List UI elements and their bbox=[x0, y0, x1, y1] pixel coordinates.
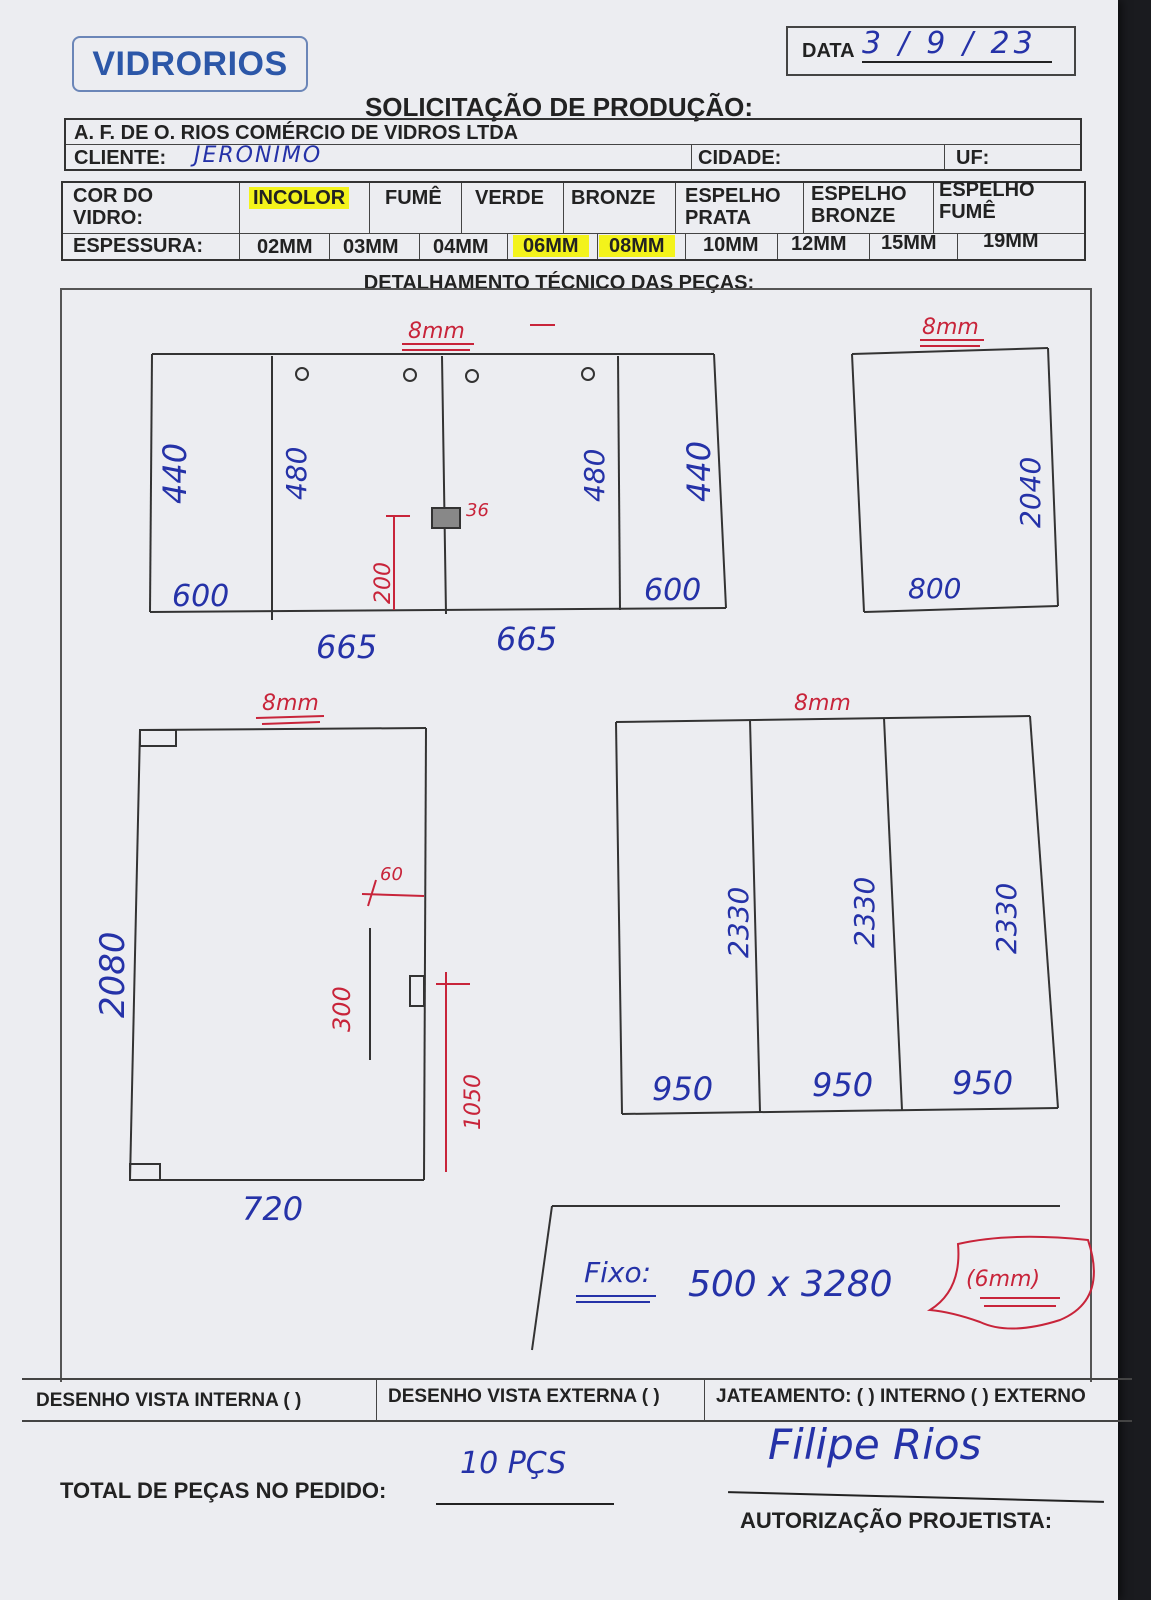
company-row: A. F. DE O. RIOS COMÉRCIO DE VIDROS LTDA bbox=[66, 120, 1080, 145]
d3-hinge bbox=[129, 1163, 161, 1181]
d3-thickness-note: 8mm bbox=[262, 691, 319, 716]
uf-label: UF: bbox=[956, 147, 990, 169]
signature-label: AUTORIZAÇÃO PROJETISTA: bbox=[740, 1508, 1053, 1533]
technical-drawings: 8mm 440 480 480 440 200 36 600 600 665 6… bbox=[93, 315, 1095, 1351]
thickness-15mm[interactable]: 15MM bbox=[881, 232, 937, 254]
color-option-espelho-prata[interactable]: ESPELHO PRATA bbox=[685, 185, 781, 229]
d1-width-right: 600 bbox=[644, 573, 701, 608]
date-value: 3 / 9 / 23 bbox=[862, 26, 1052, 63]
d1-height-right: 440 bbox=[680, 441, 718, 502]
d3-handle-length: 300 bbox=[328, 986, 356, 1032]
total-value: 10 PÇS bbox=[460, 1446, 567, 1481]
d4-height-2: 2330 bbox=[848, 877, 881, 948]
thickness-06mm[interactable]: 06MM bbox=[513, 235, 589, 258]
d1-divider bbox=[617, 355, 621, 611]
thickness-row: ESPESSURA: 02MM 03MM 04MM 06MM 08MM 10MM… bbox=[63, 230, 1084, 259]
color-label: COR DO VIDRO: bbox=[73, 185, 153, 229]
drawing-4 bbox=[615, 715, 1059, 1115]
client-header-table: A. F. DE O. RIOS COMÉRCIO DE VIDROS LTDA… bbox=[64, 118, 1082, 171]
d3-handle-offset: 60 bbox=[380, 864, 403, 885]
d1-left-edge bbox=[149, 353, 153, 613]
form-title: SOLICITAÇÃO DE PRODUÇÃO: bbox=[364, 92, 754, 122]
d4-width-2: 950 bbox=[812, 1066, 873, 1104]
fixed-thickness: (6mm) bbox=[966, 1267, 1040, 1292]
external-view-checkbox[interactable]: DESENHO VISTA EXTERNA ( ) bbox=[388, 1386, 660, 1407]
d1-hole bbox=[581, 367, 595, 381]
date-label: DATA bbox=[802, 40, 855, 62]
d1-width-mid-right: 665 bbox=[496, 620, 557, 658]
d2-thickness-note: 8mm bbox=[922, 315, 979, 340]
d1-lock bbox=[431, 507, 461, 529]
d3-lock-box bbox=[409, 975, 425, 1007]
drawing-2 bbox=[851, 339, 1059, 613]
client-row: CLIENTE: JERONIMO CIDADE: UF: bbox=[66, 143, 1080, 169]
color-option-fume[interactable]: FUMÊ bbox=[385, 187, 442, 209]
drawing-3 bbox=[129, 715, 470, 1181]
d1-height-mid-left: 480 bbox=[280, 447, 313, 500]
fixed-thickness-outline bbox=[926, 1235, 1095, 1330]
options-table: COR DO VIDRO: INCOLOR FUMÊ VERDE BRONZE … bbox=[61, 179, 1086, 261]
internal-view-checkbox[interactable]: DESENHO VISTA INTERNA ( ) bbox=[36, 1390, 302, 1411]
date-box: DATA 3 / 9 / 23 bbox=[786, 26, 1076, 76]
thickness-19mm[interactable]: 19MM bbox=[983, 230, 1039, 252]
signature: Filipe Rios bbox=[768, 1420, 982, 1469]
drawing-1 bbox=[149, 324, 727, 620]
d1-height-mid-right: 480 bbox=[578, 449, 611, 502]
d3-height: 2080 bbox=[93, 931, 133, 1018]
color-option-bronze[interactable]: BRONZE bbox=[571, 187, 656, 209]
color-option-incolor[interactable]: INCOLOR bbox=[249, 187, 350, 210]
client-label: CLIENTE: bbox=[74, 147, 167, 169]
d1-hole bbox=[295, 367, 309, 381]
d2-width: 800 bbox=[908, 572, 961, 605]
thickness-label: ESPESSURA: bbox=[73, 235, 204, 257]
d1-right-edge bbox=[713, 353, 727, 609]
d1-hole bbox=[465, 369, 479, 383]
sandblasting-options[interactable]: JATEAMENTO: ( ) INTERNO ( ) EXTERNO bbox=[716, 1386, 1086, 1407]
fixed-note bbox=[531, 1205, 1095, 1351]
fixed-label: Fixo: bbox=[584, 1256, 651, 1289]
d3-lock-height: 1050 bbox=[461, 1074, 486, 1130]
d4-width-3: 950 bbox=[952, 1064, 1013, 1102]
footer-options: DESENHO VISTA INTERNA ( ) DESENHO VISTA … bbox=[22, 1378, 1132, 1422]
thickness-12mm[interactable]: 12MM bbox=[791, 233, 847, 255]
divider bbox=[944, 145, 945, 169]
thickness-02mm[interactable]: 02MM bbox=[257, 236, 313, 258]
d1-width-mid-left: 665 bbox=[316, 628, 377, 666]
drawing-area bbox=[60, 288, 1092, 1382]
d3-hinge bbox=[139, 729, 177, 747]
d1-height-left: 440 bbox=[156, 443, 194, 504]
d1-bottom-edge bbox=[149, 607, 727, 613]
d3-width: 720 bbox=[242, 1190, 303, 1228]
thickness-10mm[interactable]: 10MM bbox=[703, 234, 759, 256]
client-value: JERONIMO bbox=[194, 143, 323, 168]
divider bbox=[691, 145, 692, 169]
color-option-espelho-bronze[interactable]: ESPELHO BRONZE bbox=[811, 183, 907, 227]
d1-thickness-note: 8mm bbox=[408, 319, 465, 344]
d1-width-left: 600 bbox=[172, 579, 229, 614]
d4-height-3: 2330 bbox=[990, 883, 1023, 954]
d2-height: 2040 bbox=[1014, 457, 1047, 528]
d4-height-1: 2330 bbox=[722, 887, 755, 958]
signature-line bbox=[728, 1491, 1104, 1503]
d4-thickness-note: 8mm bbox=[794, 691, 851, 716]
d1-hole bbox=[403, 368, 417, 382]
d1-lock-note: 36 bbox=[466, 500, 489, 521]
d1-lock-height: 200 bbox=[371, 562, 396, 604]
company-name: A. F. DE O. RIOS COMÉRCIO DE VIDROS LTDA bbox=[74, 122, 519, 144]
d4-width-1: 950 bbox=[652, 1070, 713, 1108]
thickness-03mm[interactable]: 03MM bbox=[343, 236, 399, 258]
fixed-dimensions: 500 x 3280 bbox=[688, 1264, 893, 1305]
thickness-08mm[interactable]: 08MM bbox=[599, 235, 675, 258]
total-line bbox=[436, 1503, 614, 1505]
d1-divider bbox=[441, 355, 447, 615]
color-row: COR DO VIDRO: INCOLOR FUMÊ VERDE BRONZE … bbox=[63, 179, 1084, 234]
city-label: CIDADE: bbox=[698, 147, 782, 169]
company-logo: VIDRORIOS bbox=[72, 36, 308, 92]
total-label: TOTAL DE PEÇAS NO PEDIDO: bbox=[60, 1478, 387, 1503]
thickness-04mm[interactable]: 04MM bbox=[433, 236, 489, 258]
color-option-verde[interactable]: VERDE bbox=[475, 187, 544, 209]
color-option-espelho-fume[interactable]: ESPELHO FUMÊ bbox=[939, 179, 1035, 223]
